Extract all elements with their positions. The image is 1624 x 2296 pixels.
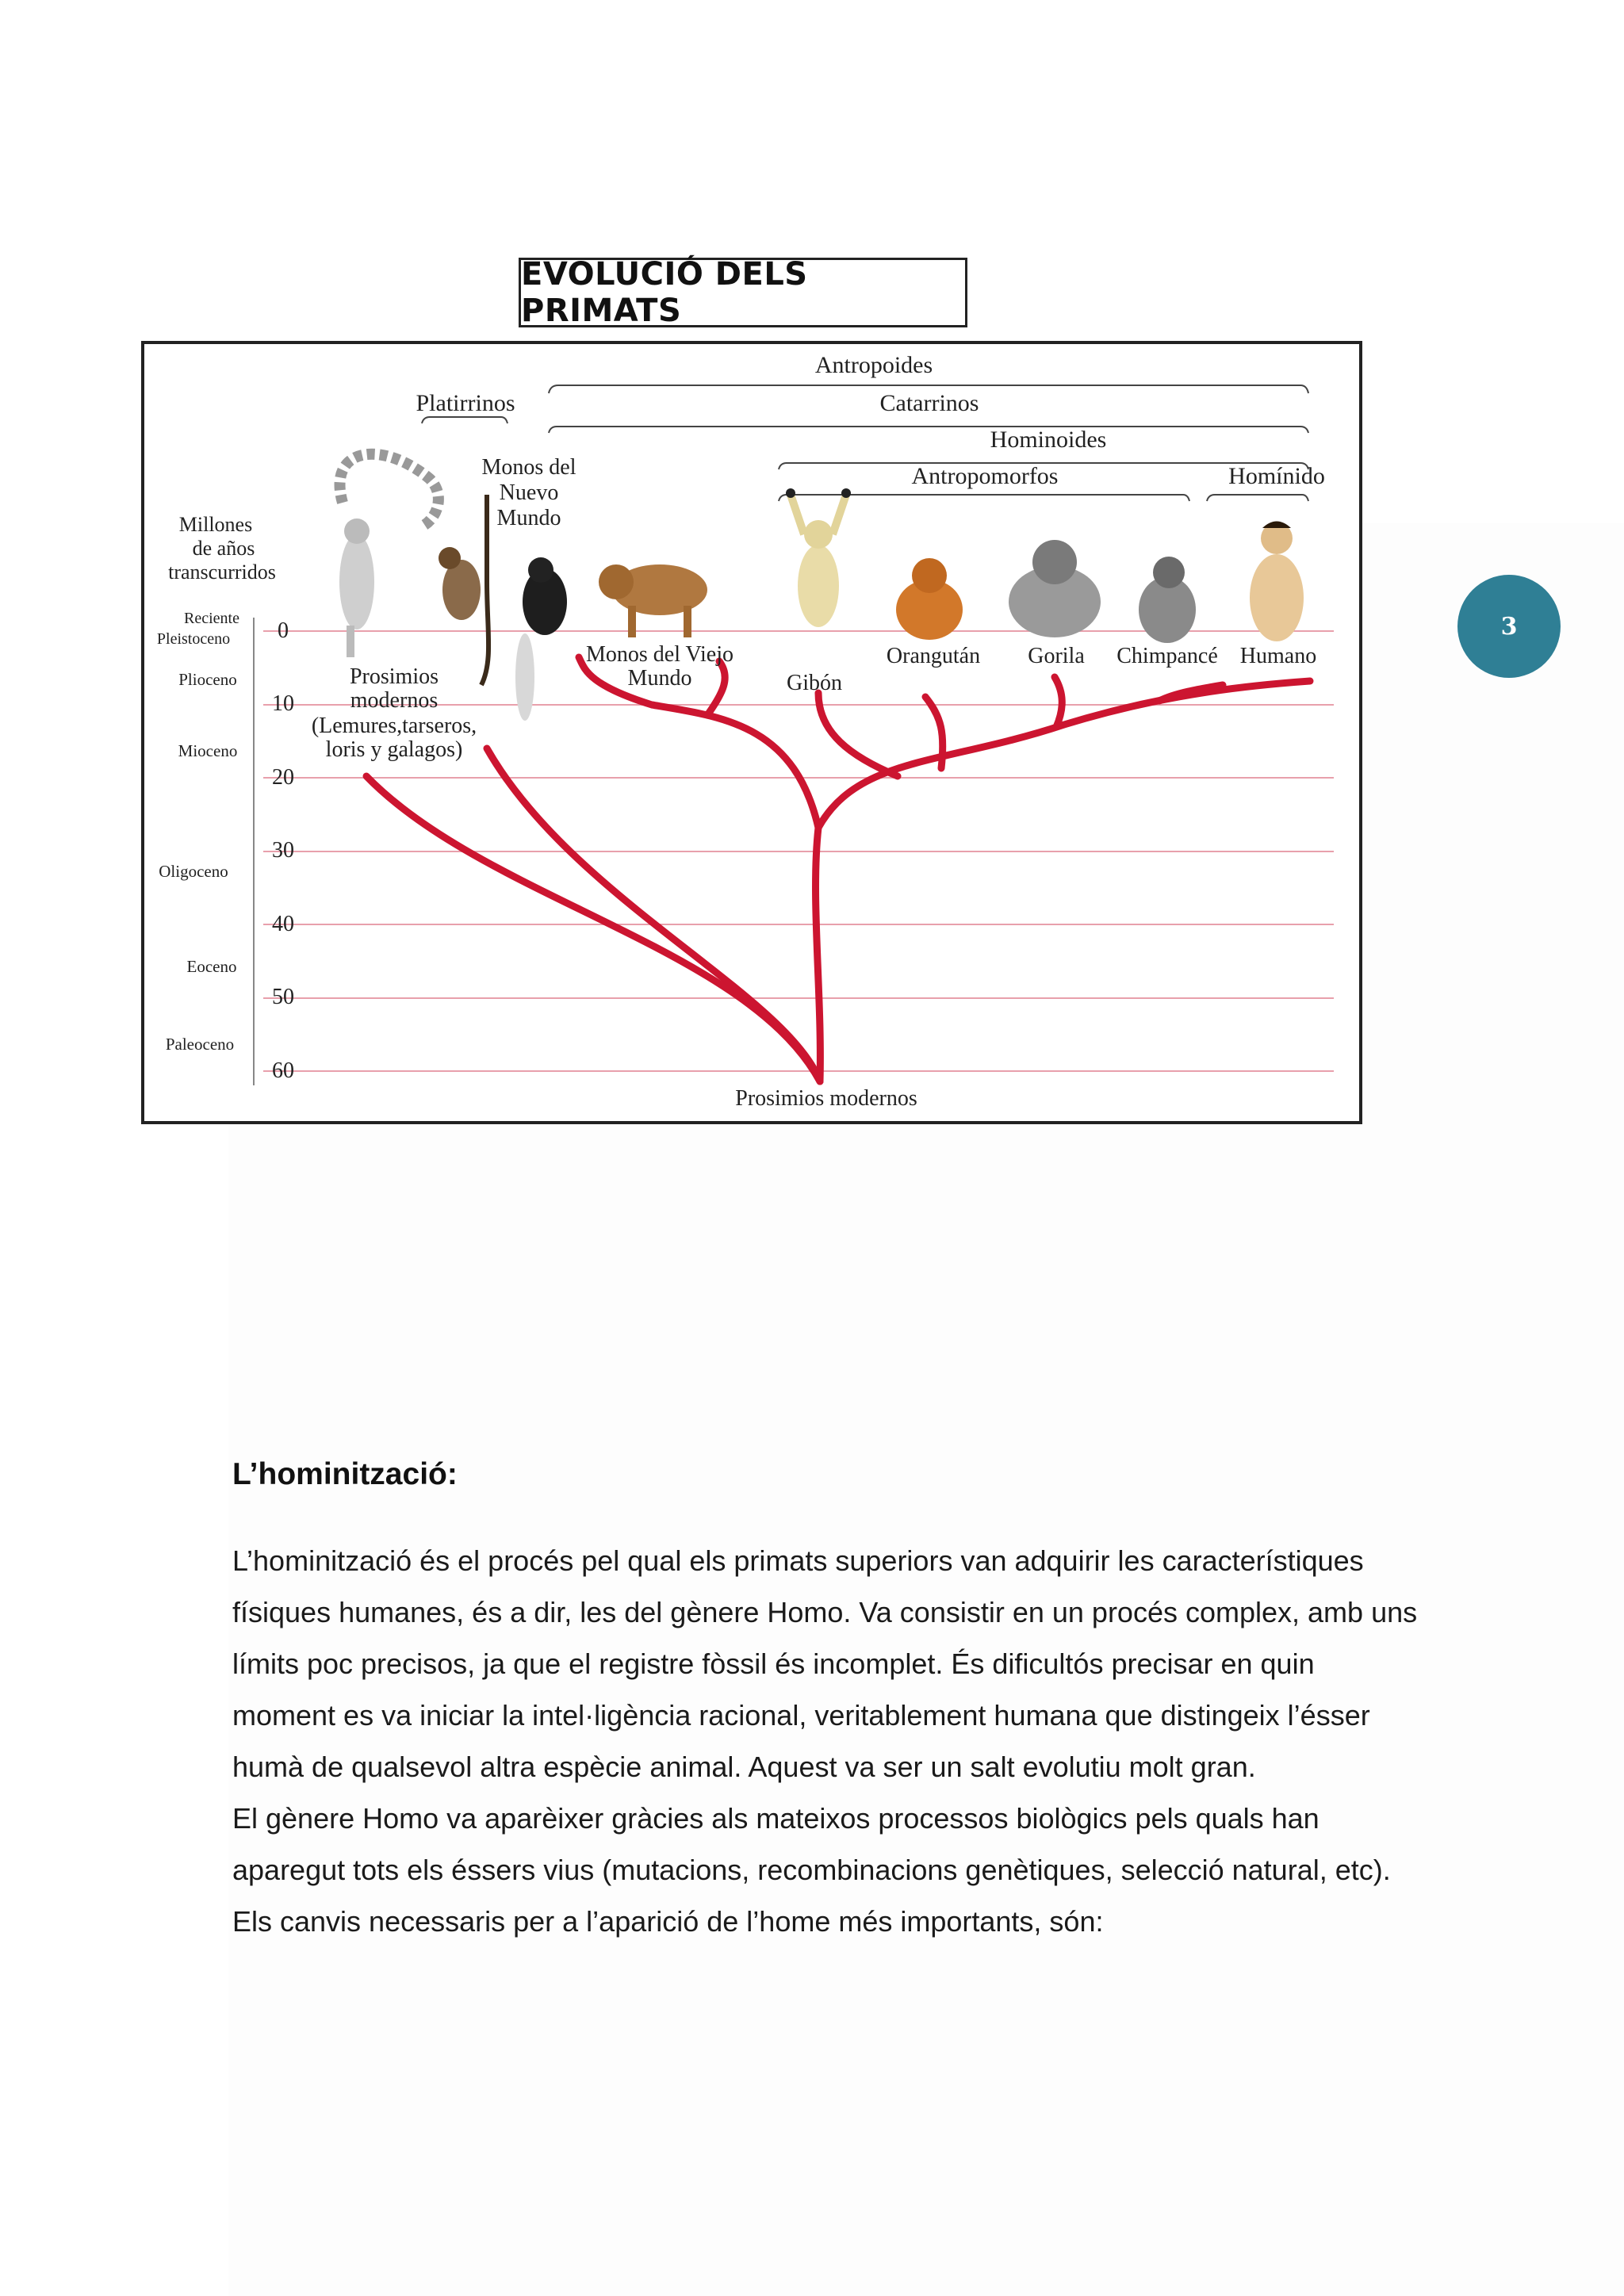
- phylogenetic-tree: [366, 657, 1310, 1081]
- gorilla-illustration: [1009, 540, 1101, 637]
- epoch-oligoceno: Oligoceno: [159, 862, 228, 881]
- tick-10: 10: [272, 691, 294, 716]
- taxon-gorila: Gorila: [1028, 644, 1085, 668]
- label-hominido: Homínido: [1228, 463, 1325, 489]
- taxon-monos-viejo-mundo-2: Mundo: [628, 666, 692, 691]
- tick-30: 30: [272, 838, 294, 863]
- gibbon-illustration: [786, 488, 851, 627]
- time-axis: Millones de años transcurridos 0 10 20 3…: [157, 513, 294, 1085]
- tick-20: 20: [272, 765, 294, 790]
- label-hominoides: Hominoides: [990, 427, 1107, 453]
- section-body: L’hominització és el procés pel qual els…: [232, 1535, 1422, 1947]
- page-number-badge: 3: [1457, 575, 1561, 678]
- colobus-monkey-illustration: [515, 557, 567, 721]
- taxon-chimpance: Chimpancé: [1116, 644, 1218, 668]
- epoch-mioceno: Mioceno: [178, 741, 238, 760]
- branch-gorila: [1055, 677, 1062, 727]
- branch-platirrinos: [487, 748, 820, 1081]
- taxon-prosimios-3: (Lemures,tarseros,: [312, 714, 477, 738]
- taxon-monos-nuevo-mundo-3: Mundo: [497, 506, 561, 530]
- section-heading: L’hominització:: [232, 1457, 458, 1492]
- epoch-pleistoceno: Pleistoceno: [157, 630, 230, 648]
- taxon-prosimios-2: modernos: [350, 688, 438, 713]
- epoch-eoceno: Eoceno: [187, 957, 237, 976]
- human-illustration: [1250, 522, 1304, 642]
- taxon-monos-nuevo-mundo-2: Nuevo: [500, 480, 559, 505]
- tick-40: 40: [272, 912, 294, 936]
- label-catarrinos: Catarrinos: [880, 390, 979, 416]
- epoch-paleoceno: Paleoceno: [166, 1035, 234, 1054]
- primate-evolution-diagram: Millones de años transcurridos 0 10 20 3…: [141, 341, 1362, 1124]
- label-platirrinos: Platirrinos: [416, 390, 515, 416]
- chimpanzee-illustration: [1139, 557, 1196, 643]
- epoch-reciente: Reciente: [184, 610, 239, 627]
- taxon-prosimios-1: Prosimios: [350, 664, 439, 689]
- new-world-monkey-illustration: [439, 495, 488, 685]
- label-antropoides: Antropoides: [815, 352, 933, 378]
- branch-catarrinos-trunk: [816, 828, 821, 1081]
- baboon-illustration: [599, 564, 707, 637]
- taxon-monos-nuevo-mundo-1: Monos del: [482, 455, 576, 480]
- paragraph-1: L’hominització és el procés pel qual els…: [232, 1535, 1422, 1793]
- branch-monos-viejo-mundo: [579, 657, 818, 828]
- tick-50: 50: [272, 985, 294, 1009]
- taxon-humano: Humano: [1240, 644, 1316, 668]
- taxon-root: Prosimios modernos: [735, 1086, 917, 1111]
- taxon-gibon: Gibón: [787, 671, 842, 695]
- branch-prosimios: [366, 776, 820, 1081]
- paragraph-3: Els canvis necessaris per a l’aparició d…: [232, 1896, 1422, 1947]
- paragraph-2: El gènere Homo va aparèixer gràcies als …: [232, 1793, 1422, 1896]
- tick-60: 60: [272, 1058, 294, 1083]
- axis-label-line-2: de años: [193, 537, 255, 560]
- epoch-plioceno: Plioceno: [178, 670, 237, 689]
- orangutan-illustration: [896, 558, 963, 640]
- axis-label-line-3: transcurridos: [168, 561, 276, 584]
- taxon-monos-viejo-mundo-1: Monos del Viejo: [586, 642, 733, 667]
- lemur-illustration: [339, 454, 439, 657]
- label-antropomorfos: Antropomorfos: [912, 463, 1059, 489]
- branch-monos-viejo-mundo-2: [707, 661, 725, 715]
- tick-0: 0: [278, 618, 289, 643]
- taxon-prosimios-4: loris y galagos): [326, 737, 463, 762]
- page-title: EVOLUCIÓ DELS PRIMATS: [519, 258, 967, 327]
- taxon-orangutan: Orangután: [887, 644, 980, 668]
- axis-label-line-1: Millones: [179, 513, 252, 536]
